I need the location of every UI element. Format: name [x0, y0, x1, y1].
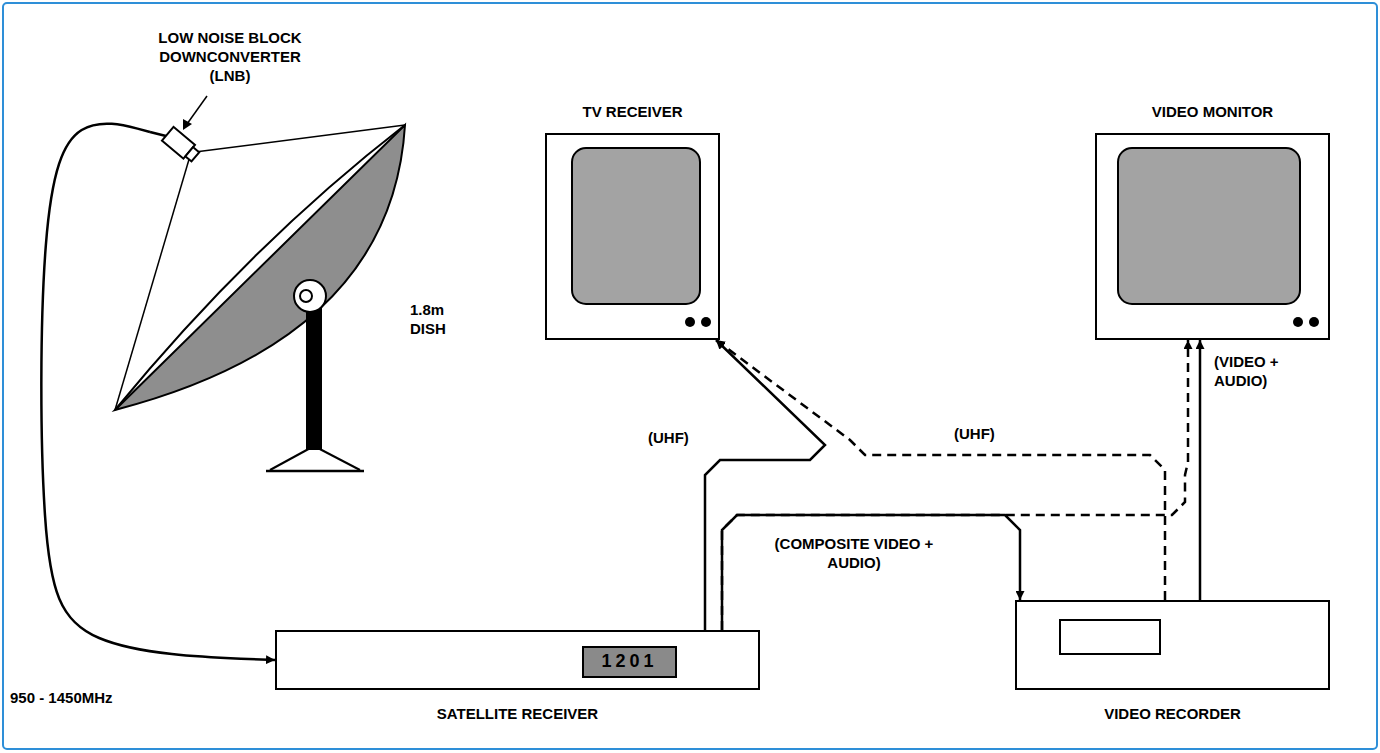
- lnb-symbol: [162, 127, 201, 164]
- signal-label: (UHF): [646, 428, 710, 447]
- lnb-feed: [185, 147, 199, 161]
- device-name: LOW NOISE BLOCK DOWNCONVERTER (LNB): [155, 22, 305, 85]
- dish-hub: [300, 290, 312, 302]
- signal-label: (UHF): [952, 424, 1016, 443]
- signal-line: [722, 515, 1020, 630]
- channel-display: 1201: [582, 646, 677, 678]
- cassette-slot: [1060, 620, 1160, 654]
- leader-head: [183, 119, 192, 130]
- lnb-label-block: LOW NOISE BLOCK DOWNCONVERTER (LNB): [150, 22, 315, 142]
- outer-frame: [3, 3, 1377, 749]
- dish-post: [306, 300, 322, 450]
- dashed-signal-line: [722, 340, 1188, 630]
- recorder-box: VIDEO RECORDER: [1015, 600, 1330, 690]
- dish-mount: [294, 280, 326, 312]
- device-name: VIDEO MONITOR: [1057, 102, 1368, 121]
- device-name: TV RECEIVER: [507, 102, 758, 121]
- tv-screen: [572, 148, 700, 304]
- lnb-support: [195, 125, 405, 152]
- device-name: VIDEO RECORDER: [977, 704, 1368, 723]
- signal-label: (COMPOSITE VIDEO + AUDIO): [770, 534, 938, 572]
- dashed-signal-line: [716, 340, 1165, 600]
- signal-line: [41, 124, 275, 660]
- tripod-base: [266, 470, 364, 473]
- monitor-set: VIDEO MONITOR: [1095, 133, 1330, 340]
- dish-size-label: 1.8m DISH: [410, 300, 460, 338]
- monitor-screen: [1118, 148, 1300, 304]
- signal-line: [1199, 340, 1202, 600]
- tripod-leg: [314, 446, 360, 470]
- signal-label: 950 - 1450MHz: [8, 688, 182, 707]
- device-name: SATELLITE RECEIVER: [237, 704, 798, 723]
- signal-label: (VIDEO + AUDIO): [1212, 352, 1296, 390]
- display-digits: 1201: [584, 648, 675, 675]
- leader-line: [187, 96, 207, 124]
- control-knob: [1293, 317, 1303, 327]
- tv-set: TV RECEIVER: [545, 133, 720, 340]
- tripod-leg: [270, 446, 314, 470]
- control-knob: [1309, 317, 1319, 327]
- lnb-support: [115, 156, 190, 410]
- cable-stub: [150, 132, 166, 136]
- dish-rim: [115, 125, 405, 410]
- control-knob: [701, 317, 711, 327]
- receiver-box: SATELLITE RECEIVER1201: [275, 630, 760, 690]
- dish-bowl: [115, 125, 405, 410]
- control-knob: [685, 317, 695, 327]
